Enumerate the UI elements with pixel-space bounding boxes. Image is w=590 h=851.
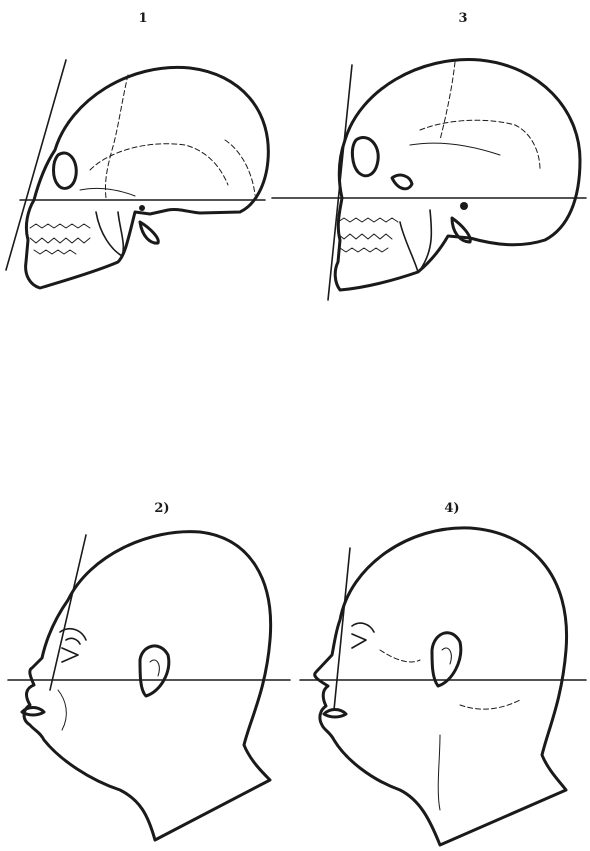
mandible-1 [96, 212, 123, 256]
lips-4 [324, 710, 346, 718]
suture-squamous-1 [90, 144, 228, 185]
ear-opening-3 [460, 202, 468, 210]
facial-angle-line-2 [50, 535, 86, 690]
ear-2 [140, 646, 169, 696]
ear-4 [432, 633, 461, 686]
figure-4-head: 4) [300, 501, 586, 845]
neck-line-4 [438, 735, 440, 810]
eye-2 [60, 629, 86, 662]
ear-inner-4 [442, 648, 451, 664]
zygomatic-1 [80, 188, 135, 196]
figure-label-3: 3 [458, 11, 467, 26]
ear-opening-1 [139, 205, 145, 211]
cheek-line-4 [380, 650, 420, 662]
figure-label-1: 1 [138, 11, 147, 26]
teeth-upper-1 [30, 224, 90, 254]
head-outline-2 [24, 532, 271, 840]
orbit-1 [54, 153, 77, 188]
skull-outline-1 [26, 67, 269, 288]
teeth-3 [338, 218, 398, 252]
zygomatic-3 [392, 175, 412, 189]
suture-lambdoid-1 [225, 140, 255, 195]
facial-angle-line-1 [6, 60, 66, 270]
mastoid-1 [140, 222, 158, 243]
ear-inner-2 [150, 660, 159, 676]
suture-squamous-3 [420, 120, 540, 170]
figure-1-skull: 1 [6, 11, 268, 288]
cheek-line-2 [58, 690, 66, 730]
jaw-line-4 [460, 700, 520, 709]
eye-4 [352, 623, 374, 648]
figure-2-head: 2) [8, 501, 290, 840]
suture-coronal-3 [440, 62, 455, 140]
suture-coronal-1 [105, 75, 128, 198]
figure-3-skull: 3 [272, 11, 586, 300]
figure-label-2: 2) [154, 501, 169, 516]
figure-label-4: 4) [444, 501, 459, 516]
temporal-3 [410, 143, 500, 155]
orbit-3 [352, 138, 378, 176]
